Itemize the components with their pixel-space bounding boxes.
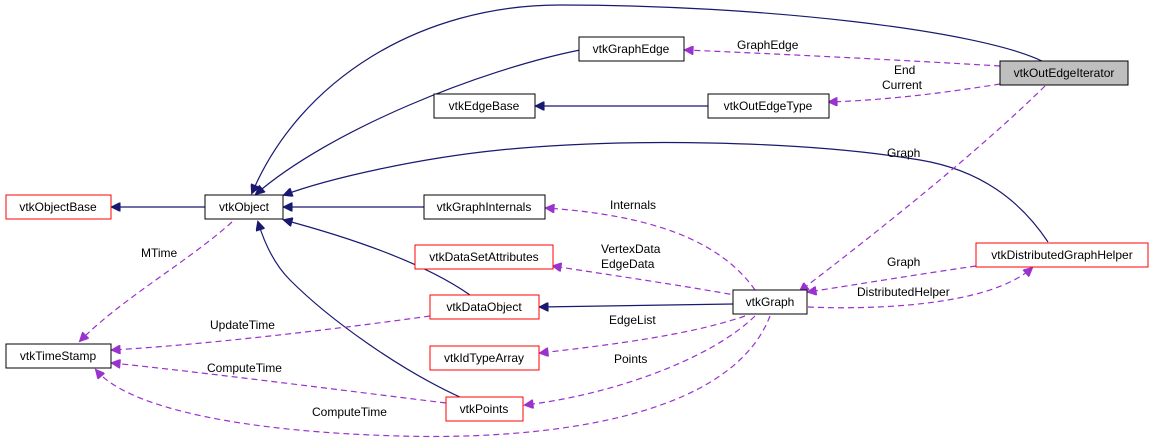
node-label: vtkOutEdgeIterator (1014, 66, 1115, 80)
node-vtkdistributedgraphhelper[interactable]: vtkDistributedGraphHelper (975, 242, 1149, 268)
node-label: vtkDistributedGraphHelper (991, 248, 1132, 262)
node-vtkidtypearray[interactable]: vtkIdTypeArray (429, 345, 540, 371)
node-vtktimestamp[interactable]: vtkTimeStamp (5, 343, 112, 369)
edge-updatetime-usage (112, 315, 431, 350)
node-label: vtkOutEdgeType (724, 99, 813, 113)
label-end: End (894, 63, 915, 77)
node-label: vtkEdgeBase (449, 99, 520, 113)
node-label: vtkGraphEdge (593, 42, 670, 56)
edge-edgelist-usage (540, 315, 746, 353)
node-vtkgraphinternals[interactable]: vtkGraphInternals (423, 194, 546, 220)
node-vtkoutedgetype[interactable]: vtkOutEdgeType (707, 93, 830, 119)
node-label: vtkGraph (746, 295, 795, 309)
edge-graphedge-to-object (256, 49, 581, 194)
label-graphedge: GraphEdge (737, 38, 799, 52)
edge-points-usage (525, 315, 756, 405)
label-internals: Internals (610, 198, 656, 212)
label-computetime-1: ComputeTime (207, 361, 282, 375)
edge-vertex-edge-data-usage (553, 266, 741, 297)
label-distributedhelper: DistributedHelper (857, 285, 950, 299)
edge-internals-usage (546, 208, 756, 291)
label-current: Current (882, 78, 923, 92)
node-label: vtkObject (219, 200, 270, 214)
label-computetime-2: ComputeTime (312, 405, 387, 419)
node-vtkobject[interactable]: vtkObject (204, 194, 284, 220)
node-vtkobjectbase[interactable]: vtkObjectBase (5, 194, 112, 220)
label-edgedata: EdgeData (601, 257, 655, 271)
node-label: vtkDataObject (446, 300, 522, 314)
node-label: vtkObjectBase (19, 200, 97, 214)
edge-dataobject-to-object (284, 220, 471, 296)
label-edgelist: EdgeList (609, 313, 656, 327)
edge-points-to-object (258, 222, 463, 399)
edge-graphedge-usage (685, 50, 1001, 67)
label-updatetime: UpdateTime (210, 318, 275, 332)
edge-distributedhelper-to-object (284, 142, 1049, 243)
node-vtkedgebase[interactable]: vtkEdgeBase (433, 93, 536, 119)
node-vtkgraphedge[interactable]: vtkGraphEdge (578, 36, 685, 62)
node-label: vtkIdTypeArray (444, 351, 524, 365)
node-vtkgraph[interactable]: vtkGraph (732, 289, 808, 315)
node-label: vtkTimeStamp (20, 349, 97, 363)
node-vtkdataobject[interactable]: vtkDataObject (429, 294, 540, 320)
label-mtime: MTime (141, 246, 178, 260)
edge-distributedhelper-usage (807, 268, 1032, 309)
edge-graph-to-dataobject (540, 304, 734, 307)
label-points: Points (614, 352, 647, 366)
node-label: vtkGraphInternals (437, 200, 532, 214)
edge-mtime-usage (80, 221, 233, 341)
node-vtkdatasetattributes[interactable]: vtkDataSetAttributes (414, 244, 554, 270)
edge-end-current-usage (829, 83, 1001, 102)
node-label: vtkDataSetAttributes (429, 250, 538, 264)
edge-helper-graph-usage (808, 265, 977, 292)
node-label: vtkPoints (460, 402, 509, 416)
edge-computetime-usage-1 (112, 363, 447, 404)
label-graph-helper: Graph (887, 255, 920, 269)
edge-outedgeiterator-to-object (252, 4, 1045, 193)
node-vtkpoints[interactable]: vtkPoints (445, 396, 524, 422)
node-vtkoutedgeiterator[interactable]: vtkOutEdgeIterator (999, 60, 1129, 86)
edge-computetime-usage-2 (96, 315, 771, 438)
label-vertexdata: VertexData (601, 242, 661, 256)
label-graph-top: Graph (887, 146, 920, 160)
